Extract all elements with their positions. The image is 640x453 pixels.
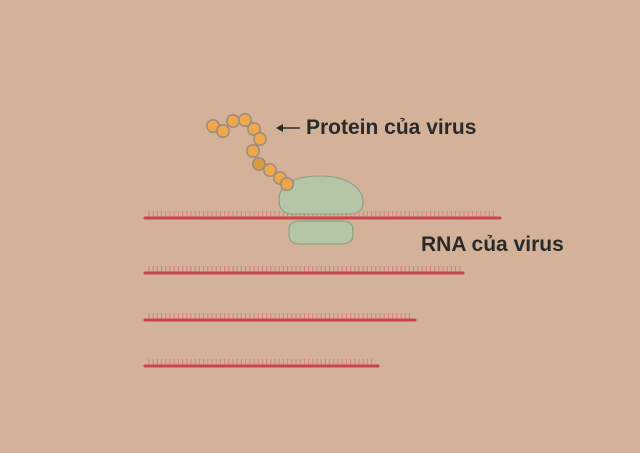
ribosome-small-subunit — [288, 220, 354, 245]
rna-label: RNA của virus — [421, 233, 564, 256]
rna-strand — [143, 266, 465, 275]
amino-acid-bead — [252, 157, 267, 172]
rna-strand — [143, 359, 380, 368]
amino-acid-bead — [253, 132, 268, 147]
rna-strand — [143, 313, 417, 322]
rna-strand — [143, 211, 502, 220]
protein-chain — [206, 113, 294, 192]
amino-acid-bead — [216, 124, 231, 139]
amino-acid-bead — [246, 144, 261, 159]
ribosome-large-subunit — [278, 175, 364, 215]
amino-acid-bead — [279, 177, 294, 192]
ribosome — [278, 175, 364, 245]
rna-strands — [143, 211, 502, 368]
amino-acid-bead — [238, 113, 253, 128]
arrow-left-icon — [276, 124, 300, 132]
amino-acid-bead — [226, 114, 241, 129]
amino-acid-bead — [262, 163, 277, 178]
protein-label: Protein của virus — [306, 116, 477, 139]
amino-acid-bead — [247, 122, 262, 137]
